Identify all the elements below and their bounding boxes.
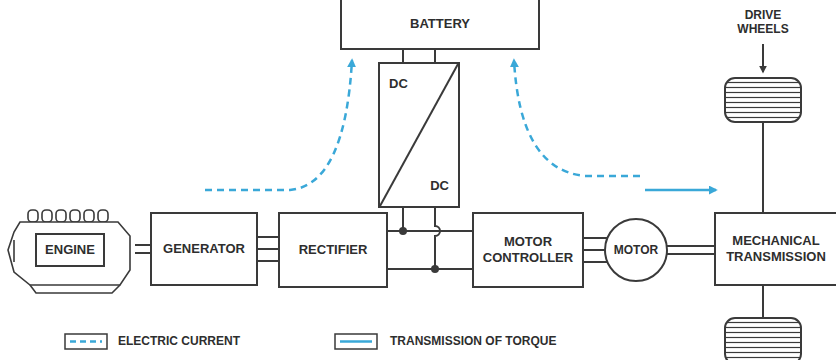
process-box: MOTOR CONTROLLER [472, 212, 584, 288]
process-box: RECTIFIER [278, 212, 388, 288]
converter-box: DC DC [378, 62, 460, 208]
node-label: MOTOR CONTROLLER [474, 234, 582, 265]
legend-text: ELECTRIC CURRENT [118, 334, 240, 348]
flow-arrows [205, 60, 716, 190]
process-box: GENERATOR [150, 212, 258, 286]
shaft [667, 246, 714, 254]
node-label: MECHANICAL TRANSMISSION [716, 233, 836, 264]
callout-label: DRIVE WHEELS [722, 8, 804, 37]
engine-unit: ENGINE [5, 205, 135, 295]
node-label: RECTIFIER [293, 242, 374, 258]
engine-drawing [8, 210, 130, 293]
node-label: GENERATOR [157, 241, 251, 257]
wire [403, 50, 435, 62]
wire [584, 238, 607, 262]
process-box: MECHANICAL TRANSMISSION [714, 212, 836, 286]
motor-circle: MOTOR [604, 218, 668, 282]
node-label: DC [389, 76, 408, 92]
drive-wheels [725, 44, 801, 360]
node-label: ENGINE [35, 233, 105, 267]
wire [258, 237, 278, 261]
node-label: MOTOR [614, 243, 658, 257]
battery-box: BATTERY [340, 0, 540, 50]
bus-wire [388, 231, 472, 269]
legend-samples [65, 334, 377, 349]
node-label: BATTERY [404, 16, 476, 32]
shaft [135, 245, 150, 253]
wire [388, 208, 440, 273]
node-label: DC [430, 178, 449, 194]
legend-text: TRANSMISSION OF TORQUE [390, 334, 556, 348]
